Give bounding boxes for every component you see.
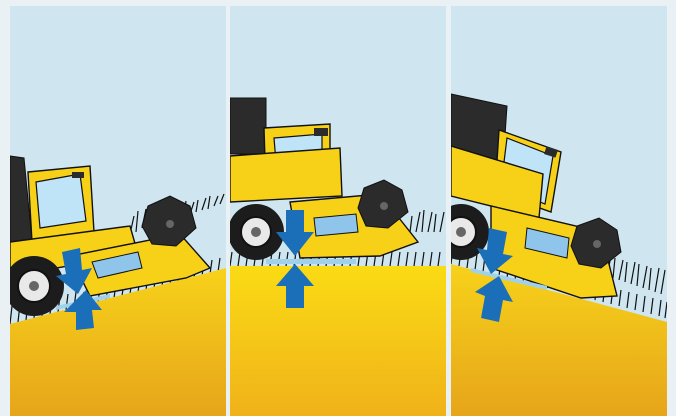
panel-downhill-illustration bbox=[451, 6, 667, 416]
panel-uphill bbox=[10, 6, 226, 416]
field bbox=[230, 266, 446, 416]
panel-uphill-illustration bbox=[10, 6, 226, 416]
ground-gap bbox=[266, 259, 356, 264]
panel-level-illustration bbox=[230, 6, 446, 416]
panel-level bbox=[230, 6, 446, 416]
panel-downhill bbox=[451, 6, 667, 416]
